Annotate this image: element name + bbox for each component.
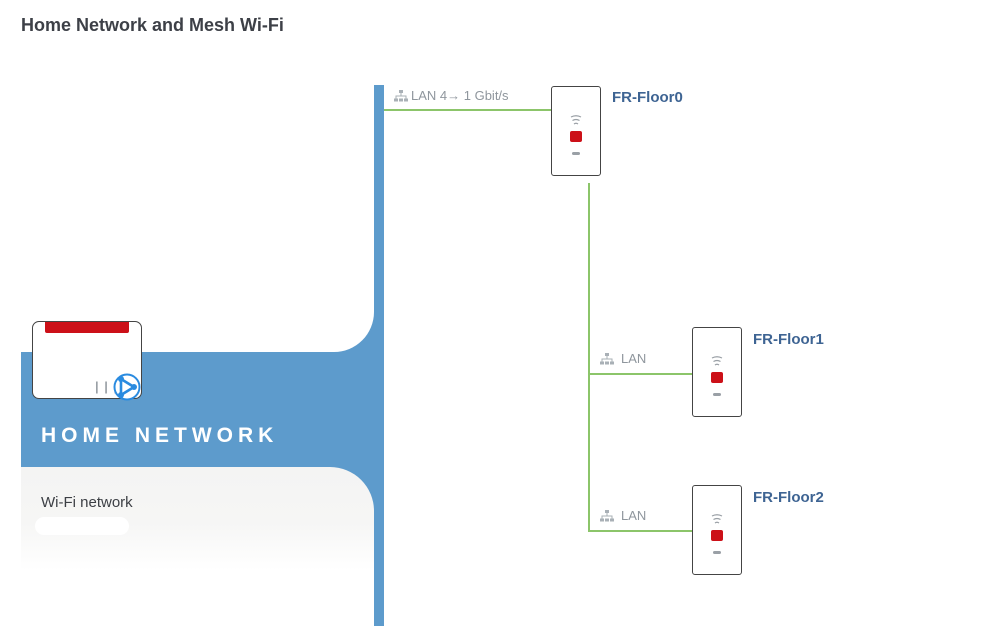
link-line-vertical <box>588 183 590 532</box>
connection-text: LAN <box>621 508 647 523</box>
mesh-icon <box>113 373 141 401</box>
repeater-icon-floor0[interactable] <box>551 86 601 176</box>
link-line-floor0 <box>384 109 552 111</box>
lan-icon <box>394 89 408 101</box>
connection-label-floor0: LAN 4→ 1 Gbit/s <box>394 88 509 103</box>
device-name-floor1[interactable]: FR-Floor1 <box>753 331 824 348</box>
device-name-floor0[interactable]: FR-Floor0 <box>612 89 683 106</box>
page-title: Home Network and Mesh Wi-Fi <box>21 15 284 35</box>
wifi-waves-icon <box>711 356 723 366</box>
link-line-floor2 <box>590 530 693 532</box>
connection-label-floor1: LAN <box>600 351 646 366</box>
repeater-icon-floor1[interactable] <box>692 327 742 417</box>
lan-icon <box>600 509 614 521</box>
wifi-network-name[interactable] <box>35 517 129 535</box>
wifi-network-label: Wi-Fi network <box>41 494 133 511</box>
connection-label-floor2: LAN <box>600 508 646 523</box>
button-mark <box>713 551 721 554</box>
repeater-icon-floor2[interactable] <box>692 485 742 575</box>
wifi-waves-icon <box>570 115 582 125</box>
home-network-label: HOME NETWORK <box>41 424 279 447</box>
button-mark <box>572 152 580 155</box>
connection-text: LAN 4→ 1 Gbit/s <box>411 88 509 103</box>
status-led <box>570 131 582 142</box>
router-port-marks: | | | <box>95 379 119 394</box>
router-top-stripe <box>45 322 129 333</box>
button-mark <box>713 393 721 396</box>
connection-text: LAN <box>621 351 647 366</box>
link-line-floor1 <box>590 373 693 375</box>
network-backbone-strip <box>374 85 384 626</box>
lan-icon <box>600 352 614 364</box>
device-name-floor2[interactable]: FR-Floor2 <box>753 489 824 506</box>
status-led <box>711 530 723 541</box>
status-led <box>711 372 723 383</box>
wifi-info-card <box>21 467 374 626</box>
wifi-waves-icon <box>711 514 723 524</box>
